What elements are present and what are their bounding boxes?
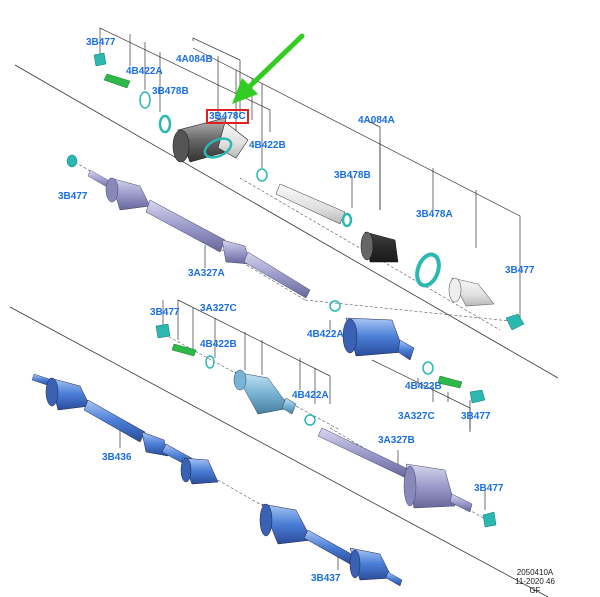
- label-3b478b-boot-mid[interactable]: 3B478B: [334, 170, 371, 181]
- label-4a084a-kit[interactable]: 4A084A: [358, 115, 395, 126]
- label-3b477-nut-lower-left[interactable]: 3B477: [150, 307, 180, 318]
- outer-cv-boot-assembly: [172, 117, 249, 163]
- label-3a327b-shaft[interactable]: 3A327B: [378, 435, 415, 446]
- label-3b477-nut-lower-right[interactable]: 3B477: [461, 411, 491, 422]
- label-3b478c-boot-highlighted[interactable]: 3B478C: [206, 109, 249, 124]
- reference-line-1: 2050410A: [516, 568, 554, 577]
- label-3a327c-joint-lower[interactable]: 3A327C: [398, 411, 435, 422]
- spacer-3b477-upper: [93, 52, 131, 89]
- drive-shaft-3b437: [259, 503, 403, 587]
- label-3b477-nut-top[interactable]: 3B477: [86, 37, 116, 48]
- highlight-arrow: [232, 33, 305, 104]
- label-4a084b-kit[interactable]: 4A084B: [176, 54, 213, 65]
- callout-lines: [99, 27, 521, 570]
- reference-code: 2050410A 11-2020 46 GF: [505, 568, 565, 595]
- drive-shaft-3a327b: [317, 427, 497, 528]
- label-4b422a-clamp-right[interactable]: 4B422A: [307, 329, 344, 340]
- label-4b422a-clamp-lower[interactable]: 4B422A: [292, 390, 329, 401]
- label-3b436-shaft[interactable]: 3B436: [102, 452, 132, 463]
- panel-frame: [9, 64, 559, 597]
- label-3a327a-shaft[interactable]: 3A327A: [188, 268, 225, 279]
- label-3b437-shaft[interactable]: 3B437: [311, 573, 341, 584]
- label-3b477-nut-right[interactable]: 3B477: [505, 265, 535, 276]
- label-3b478b-boot-top[interactable]: 3B478B: [152, 86, 189, 97]
- inner-joint-assembly: [275, 183, 525, 331]
- clamp-4b422a-upper: [139, 91, 268, 182]
- label-4b422b-clamp-top[interactable]: 4B422B: [249, 140, 286, 151]
- label-4b422b-clamp-lower[interactable]: 4B422B: [405, 381, 442, 392]
- drive-shaft-3a327a: [66, 154, 311, 299]
- drive-shaft-3b436: [31, 373, 219, 485]
- outer-joint-lower: [155, 323, 316, 426]
- inner-joint-3a327c: [329, 300, 486, 404]
- label-3b478a-boot[interactable]: 3B478A: [416, 209, 453, 220]
- label-4b422b-clamp-mid[interactable]: 4B422B: [200, 339, 237, 350]
- reference-line-2: 11-2020 46: [515, 577, 555, 586]
- label-3a327c-joint-upper[interactable]: 3A327C: [200, 303, 237, 314]
- label-3b477-nut-bottom-right[interactable]: 3B477: [474, 483, 504, 494]
- label-3b477-nut-left[interactable]: 3B477: [58, 191, 88, 202]
- label-4b422a-clamp-top[interactable]: 4B422A: [126, 66, 163, 77]
- reference-line-3: GF: [529, 586, 541, 595]
